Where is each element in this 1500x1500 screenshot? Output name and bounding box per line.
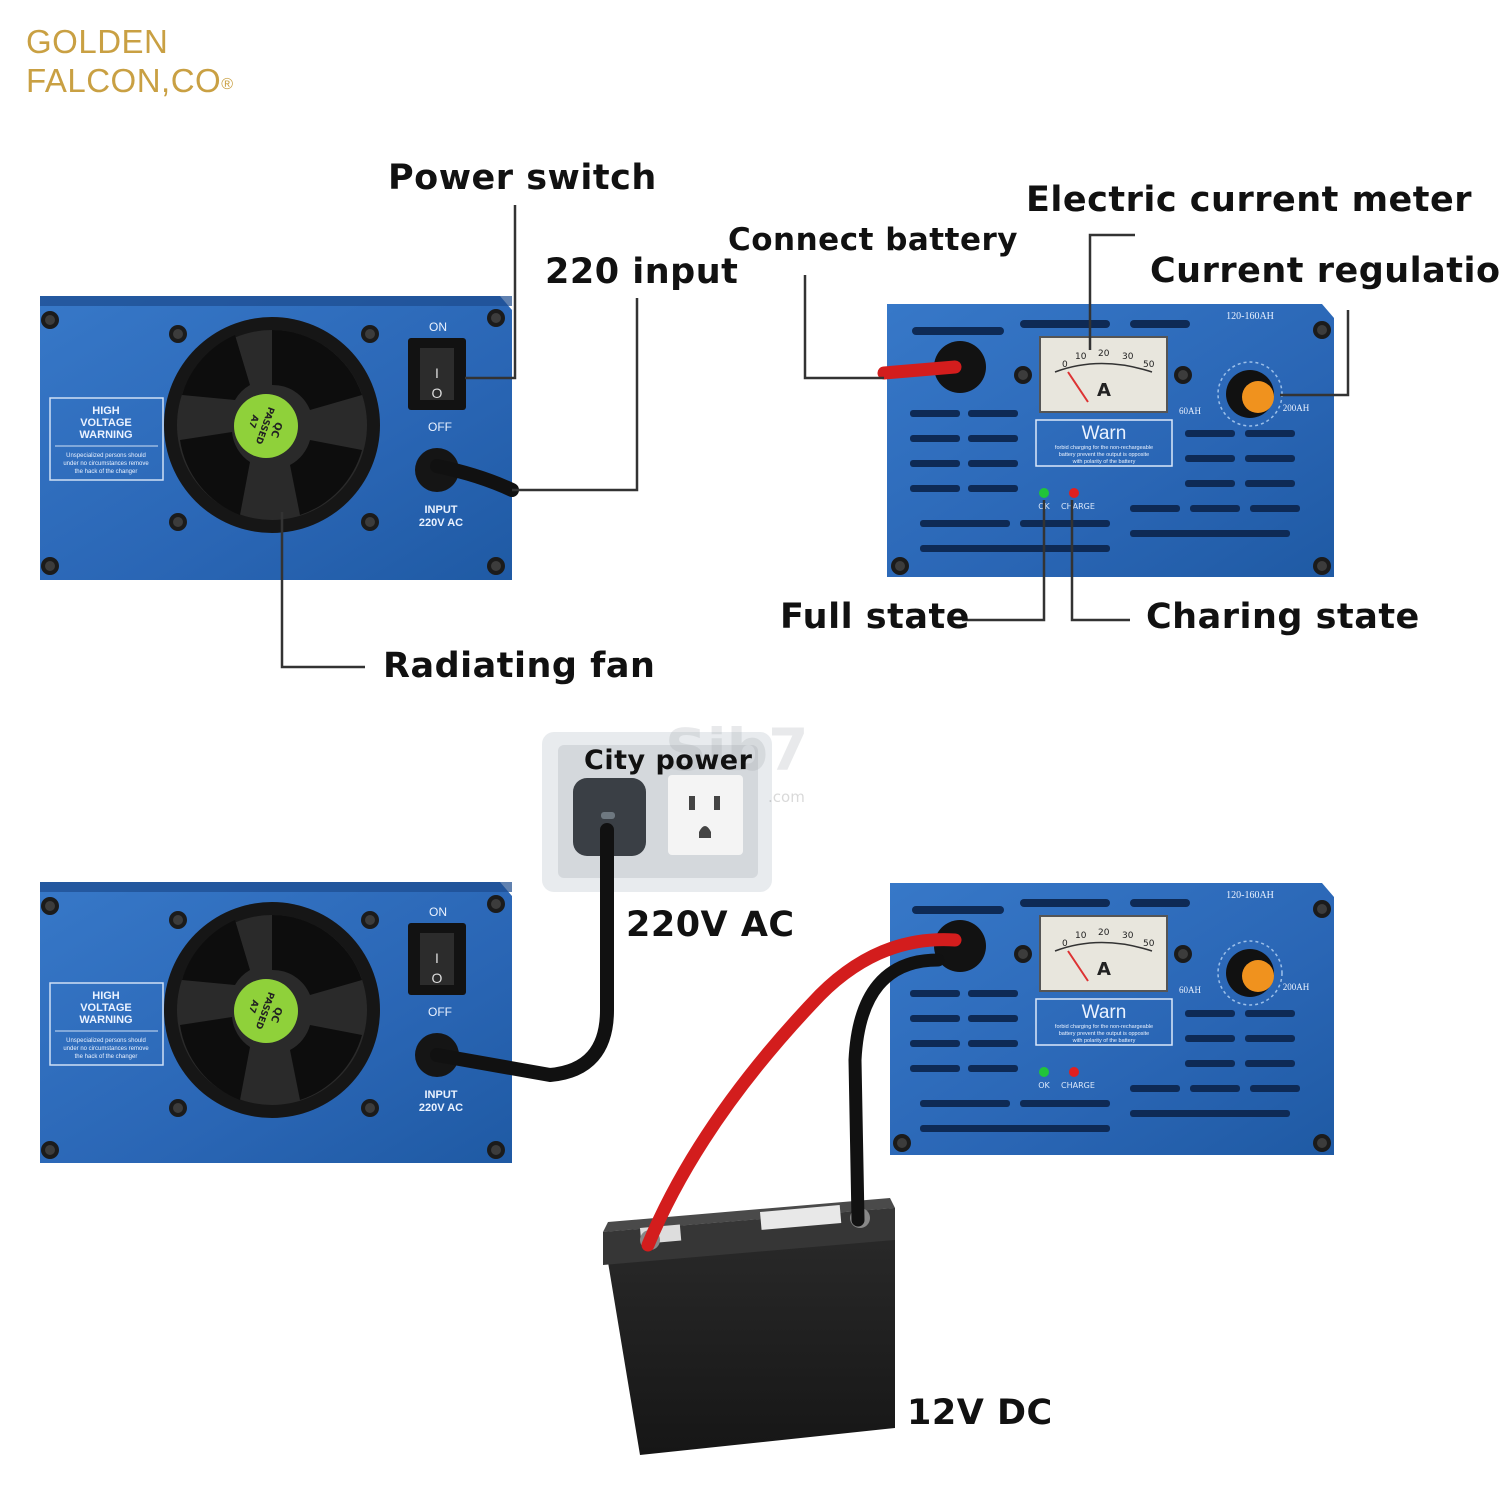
- front-panel-bottom: 120-160AH 0 10 20 30 50 A 60AH 2: [890, 883, 1334, 1155]
- svg-text:I: I: [435, 950, 439, 966]
- svg-text:O: O: [432, 970, 443, 986]
- svg-text:20: 20: [1098, 349, 1110, 359]
- label-current-meter: Electric current meter: [1026, 180, 1473, 220]
- svg-text:OFF: OFF: [428, 1005, 452, 1019]
- radiating-fan-icon: [164, 317, 380, 533]
- svg-text:220V AC: 220V AC: [419, 517, 463, 529]
- svg-text:HIGH: HIGH: [92, 990, 120, 1002]
- label-12v-dc: 12V DC: [907, 1393, 1053, 1433]
- svg-text:forbid charging for the non-re: forbid charging for the non-rechargeable: [1055, 445, 1153, 451]
- svg-text:INPUT: INPUT: [425, 504, 458, 516]
- svg-text:200AH: 200AH: [1283, 403, 1310, 413]
- label-220-input: 220 input: [545, 252, 739, 292]
- svg-text:20: 20: [1098, 928, 1110, 938]
- label-current-regulation: Current regulation: [1150, 251, 1500, 291]
- label-city-power: City power: [584, 745, 753, 776]
- power-switch: ON I O OFF: [408, 320, 466, 434]
- led-charge-top: [1069, 488, 1079, 498]
- svg-text:ON: ON: [429, 320, 447, 334]
- svg-text:battery prevent the output i: battery prevent the output is opposite: [1059, 1031, 1150, 1037]
- qc-line3: A7: [246, 413, 260, 429]
- svg-text:WARNING: WARNING: [79, 1014, 132, 1026]
- svg-text:0: 0: [1062, 360, 1068, 370]
- battery-connector-top: [877, 341, 986, 393]
- svg-text:.com: .com: [768, 788, 805, 806]
- qc-sticker: [234, 394, 298, 458]
- svg-text:50: 50: [1143, 939, 1155, 949]
- svg-text:120-160AH: 120-160AH: [1226, 890, 1274, 901]
- rear-panel-top: QC PASSED A7 HIGH VOLTAGE WARNING Unspec…: [40, 296, 519, 580]
- svg-text:A7: A7: [246, 998, 260, 1014]
- svg-text:Unspecialized persons should: Unspecialized persons should: [66, 453, 146, 459]
- svg-text:under no circumstances remove: under no circumstances remove: [63, 461, 149, 467]
- callout-lines: [280, 205, 1350, 669]
- warn-box-top: Warn forbid charging for the non-recharg…: [1035, 419, 1173, 467]
- svg-text:30: 30: [1122, 931, 1134, 941]
- svg-text:Warn: Warn: [1082, 423, 1127, 444]
- svg-text:10: 10: [1075, 931, 1087, 941]
- svg-text:with polarity of the battery: with polarity of the battery: [1072, 1038, 1136, 1044]
- svg-text:battery prevent the output i: battery prevent the output is opposite: [1059, 452, 1150, 458]
- svg-text:Warn: Warn: [1082, 1002, 1127, 1023]
- svg-text:the hack of the changer: the hack of the changer: [75, 1054, 138, 1060]
- svg-text:60AH: 60AH: [1179, 985, 1201, 995]
- front-panel-top: 120-160AH 0 10 20 30: [877, 304, 1334, 577]
- brand-line2: FALCON,CO: [26, 62, 222, 99]
- watermark: Sib7 .com: [665, 716, 809, 806]
- svg-text:200AH: 200AH: [1283, 982, 1310, 992]
- label-connect-battery: Connect battery: [728, 222, 1018, 258]
- svg-text:VOLTAGE: VOLTAGE: [80, 417, 132, 429]
- svg-text:forbid charging for the non-re: forbid charging for the non-rechargeable: [1055, 1024, 1153, 1030]
- svg-text:OFF: OFF: [428, 420, 452, 434]
- svg-text:WARNING: WARNING: [79, 429, 132, 441]
- input-socket: INPUT 220V AC: [415, 448, 519, 529]
- svg-text:220V AC: 220V AC: [419, 1102, 463, 1114]
- svg-text:50: 50: [1143, 360, 1155, 370]
- svg-text:VOLTAGE: VOLTAGE: [80, 1002, 132, 1014]
- svg-text:OK: OK: [1038, 1081, 1050, 1090]
- brand-line1: GOLDEN: [26, 23, 169, 60]
- model-label: 120-160AH: [1226, 311, 1274, 322]
- label-full-state: Full state: [780, 597, 970, 637]
- svg-text:QC: QC: [268, 1005, 284, 1024]
- svg-text:A: A: [1097, 959, 1111, 980]
- svg-text:Sib7: Sib7: [665, 716, 809, 784]
- high-voltage-warning: HIGH VOLTAGE WARNING Unspecialized perso…: [49, 397, 164, 481]
- led-ok-top: [1039, 488, 1049, 498]
- svg-text:I: I: [435, 365, 439, 381]
- svg-text:A: A: [1097, 380, 1111, 401]
- svg-text:60AH: 60AH: [1179, 406, 1201, 416]
- svg-text:CHARGE: CHARGE: [1061, 1081, 1095, 1090]
- svg-text:with polarity of the battery: with polarity of the battery: [1072, 459, 1136, 465]
- cables: [430, 823, 962, 1252]
- svg-text:HIGH: HIGH: [92, 405, 120, 417]
- svg-text:10: 10: [1075, 352, 1087, 362]
- svg-text:under no circumstances remove: under no circumstances remove: [63, 1046, 149, 1052]
- svg-text:O: O: [432, 385, 443, 401]
- svg-text:ON: ON: [429, 905, 447, 919]
- label-radiating-fan: Radiating fan: [383, 646, 656, 686]
- svg-text:INPUT: INPUT: [425, 1089, 458, 1101]
- label-power-switch: Power switch: [388, 158, 657, 198]
- brand-logo: GOLDEN FALCON,CO®: [26, 22, 234, 100]
- qc-line1: QC: [268, 420, 284, 439]
- label-220v-ac: 220V AC: [626, 905, 795, 945]
- svg-text:30: 30: [1122, 352, 1134, 362]
- current-meter-top: 0 10 20 30 50 A: [1039, 336, 1168, 413]
- svg-text:Unspecialized persons should: Unspecialized persons should: [66, 1038, 146, 1044]
- svg-text:0: 0: [1062, 939, 1068, 949]
- svg-text:the hack of the changer: the hack of the changer: [75, 469, 138, 475]
- brand-registered-mark: ®: [221, 76, 234, 93]
- led-charge-label: CHARGE: [1061, 502, 1095, 511]
- rear-panel-bottom: QC PASSED A7 HIGH VOLTAGE WARNING Unspec…: [40, 882, 512, 1163]
- label-charging-state: Charing state: [1146, 597, 1420, 637]
